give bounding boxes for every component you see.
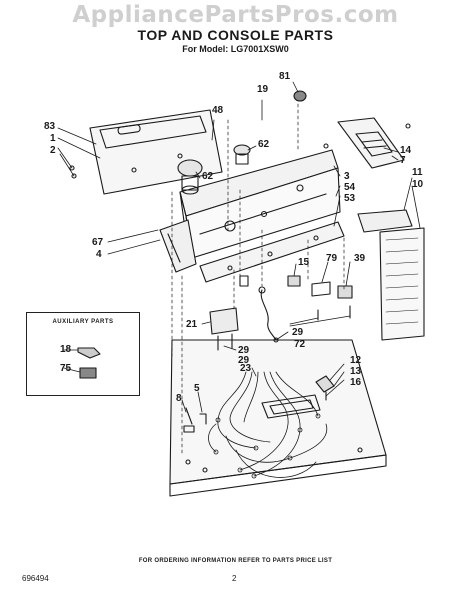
callout-21: 21 [186, 319, 198, 330]
callout-53: 53 [344, 193, 356, 204]
callout-14: 14 [400, 145, 412, 156]
callout-1: 1 [50, 133, 56, 144]
callout-11: 11 [412, 167, 423, 178]
callout-29-center: 29 [292, 327, 304, 338]
document-number: 696494 [22, 574, 49, 583]
callout-2: 2 [50, 145, 56, 156]
callout-12: 12 [350, 355, 362, 366]
callout-13: 13 [350, 366, 362, 377]
leader-lines [57, 81, 421, 413]
callout-29-left: 29 [238, 345, 250, 356]
callout-72: 72 [294, 339, 306, 350]
callout-54: 54 [344, 182, 356, 193]
callout-10: 10 [412, 179, 424, 190]
callout-29-lower: 29 [238, 355, 250, 366]
callout-62-lower: 62 [202, 171, 214, 182]
callout-81: 81 [279, 71, 291, 82]
callout-19: 19 [257, 84, 269, 95]
dashed-leaders [171, 103, 345, 457]
callout-83: 83 [44, 121, 56, 132]
callout-75: 75 [60, 363, 72, 374]
watermark-text: AppliancePartsPros.com [72, 2, 399, 28]
callout-62-upper: 62 [258, 139, 270, 150]
auxiliary-parts-title: AUXILIARY PARTS [52, 319, 114, 325]
callout-48: 48 [212, 105, 224, 116]
auxiliary-parts-box: AUXILIARY PARTS [26, 312, 140, 396]
wiring-harness [208, 371, 328, 479]
callout-4: 4 [96, 249, 102, 260]
console-rear-trim [199, 221, 345, 283]
callout-5: 5 [194, 383, 200, 394]
callout-7: 7 [400, 155, 406, 166]
callout-23: 23 [240, 363, 252, 374]
callout-15: 15 [298, 257, 310, 268]
right-end-cap [337, 117, 405, 169]
diagram-title: TOP AND CONSOLE PARTS [137, 27, 334, 43]
callout-67: 67 [92, 237, 104, 248]
callout-3: 3 [344, 171, 350, 182]
callout-79: 79 [326, 253, 338, 264]
left-end-cap [159, 219, 197, 273]
ordering-info-footer: FOR ORDERING INFORMATION REFER TO PARTS … [138, 558, 333, 564]
right-side-panel [357, 209, 425, 341]
model-subtitle: For Model: LG7001XSW0 [182, 44, 289, 54]
auxiliary-part-icons [77, 347, 101, 379]
callout-39: 39 [354, 253, 366, 264]
knob-assembly [177, 90, 307, 195]
callout-8: 8 [176, 393, 182, 404]
page-number: 2 [232, 574, 237, 583]
callout-16: 16 [350, 377, 362, 388]
base-top-panel [169, 339, 387, 497]
callout-18: 18 [60, 344, 72, 355]
